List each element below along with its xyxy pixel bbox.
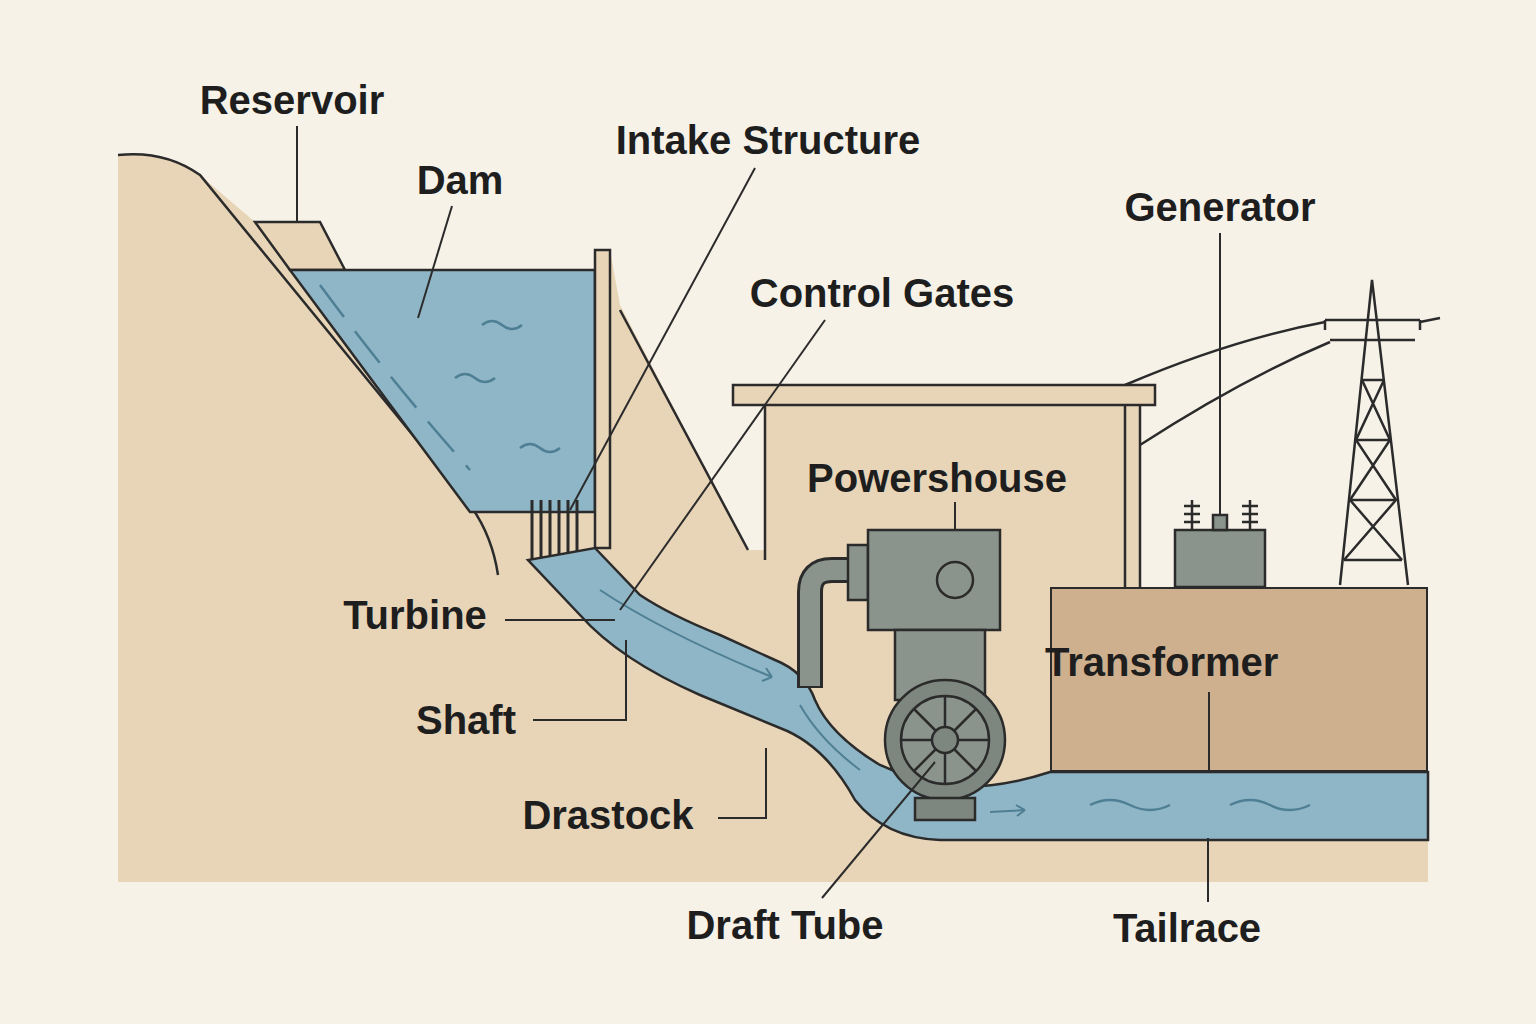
leader-lines-part [505, 619, 615, 621]
penstock-and-tailrace-part [1090, 800, 1170, 810]
leader-lines-part [418, 206, 452, 318]
transformer-equipment-part [1242, 521, 1258, 524]
part-label: Control Gates [750, 270, 1014, 316]
intake-grating-part [549, 500, 552, 562]
transmission-tower-part [1344, 380, 1402, 560]
ground-terrain-part [255, 222, 345, 270]
reservoir-water-part [482, 321, 522, 329]
part-label: Shaft [416, 697, 516, 743]
powerhouse-building-part [733, 385, 1155, 405]
turbine-generator-unit-part [915, 798, 975, 820]
transformer-equipment-part [1184, 505, 1200, 508]
powerhouse-building: Powershouse [799, 451, 1075, 505]
turbine-generator-unit-part [810, 570, 850, 688]
turbine-generator-unit-part [810, 570, 850, 686]
turbine-generator-unit-part [937, 562, 973, 598]
transmission-tower-part [1420, 318, 1440, 322]
reservoir-water-part [320, 285, 470, 470]
ground-terrain [118, 154, 1428, 882]
dam-wall-part [595, 250, 610, 548]
leader-lines-part [822, 762, 935, 898]
transmission-tower-part [1340, 280, 1408, 585]
turbine-generator-unit [810, 530, 1005, 820]
reservoir-water-part [455, 374, 495, 382]
dam-wall-part [620, 310, 748, 550]
leader-lines-part [1219, 233, 1221, 515]
leader-lines-part [620, 320, 825, 610]
penstock-and-tailrace-part [1230, 800, 1310, 810]
part-label: Generator [1124, 184, 1315, 230]
ground-terrain-part [118, 154, 1428, 882]
transmission-tower [1125, 280, 1440, 585]
part-label: Intake Structure [616, 117, 921, 163]
turbine-generator-unit-part [901, 696, 989, 784]
dam-wall [595, 250, 748, 550]
transmission-tower-part [1140, 342, 1330, 445]
transformer-equipment-part [1242, 505, 1258, 508]
leader-lines-part [296, 126, 298, 222]
turbine-generator-unit-part [868, 530, 1000, 630]
node-label: Powershouse [807, 455, 1067, 501]
transformer-box: Transformer [1050, 587, 1428, 772]
part-label: Drastock [522, 792, 693, 838]
transformer-equipment-part [1184, 521, 1200, 524]
transmission-tower-part [1125, 322, 1325, 385]
turbine-generator-unit-part [848, 545, 868, 600]
part-label: Reservoir [200, 77, 385, 123]
penstock-and-tailrace-part [760, 668, 772, 681]
penstock-and-tailrace-part [800, 705, 860, 770]
transformer-equipment-part [1175, 530, 1265, 587]
turbine-generator-unit-part [914, 709, 976, 771]
leader-line [1208, 692, 1210, 770]
node-label: Transformer [1045, 639, 1278, 685]
turbine-generator-unit-part [932, 727, 958, 753]
leader-lines-part [533, 640, 626, 720]
penstock-and-tailrace-part [990, 805, 1025, 816]
intake-grating-part [558, 500, 561, 562]
powerhouse-building-part [1139, 405, 1142, 587]
reservoir-water [290, 270, 595, 512]
transmission-tower-part [1344, 380, 1402, 560]
part-label: Dam [417, 157, 504, 203]
leader-lines-part [954, 502, 956, 530]
leader-lines-part [1207, 838, 1209, 902]
part-label: Turbine [343, 592, 487, 638]
turbine-generator-unit-part [914, 709, 976, 771]
intake-grating-part [531, 500, 534, 562]
part-label: Tailrace [1113, 905, 1261, 951]
reservoir-water-part [520, 444, 560, 452]
leader-lines [297, 126, 1220, 902]
penstock-and-tailrace-part [600, 590, 760, 672]
powerhouse-building-part [1124, 405, 1127, 587]
powerhouse-building-part [764, 405, 767, 560]
transformer-equipment-part [1242, 513, 1258, 516]
transformer-equipment-part [1213, 515, 1227, 530]
transformer-equipment-part [1184, 513, 1200, 516]
part-label: Draft Tube [686, 902, 883, 948]
turbine-generator-unit-part [885, 680, 1005, 800]
intake-grating-part [540, 500, 543, 562]
reservoir-water-part [290, 270, 595, 512]
leader-lines-part [718, 748, 766, 818]
transmission-tower-part [1325, 320, 1420, 340]
